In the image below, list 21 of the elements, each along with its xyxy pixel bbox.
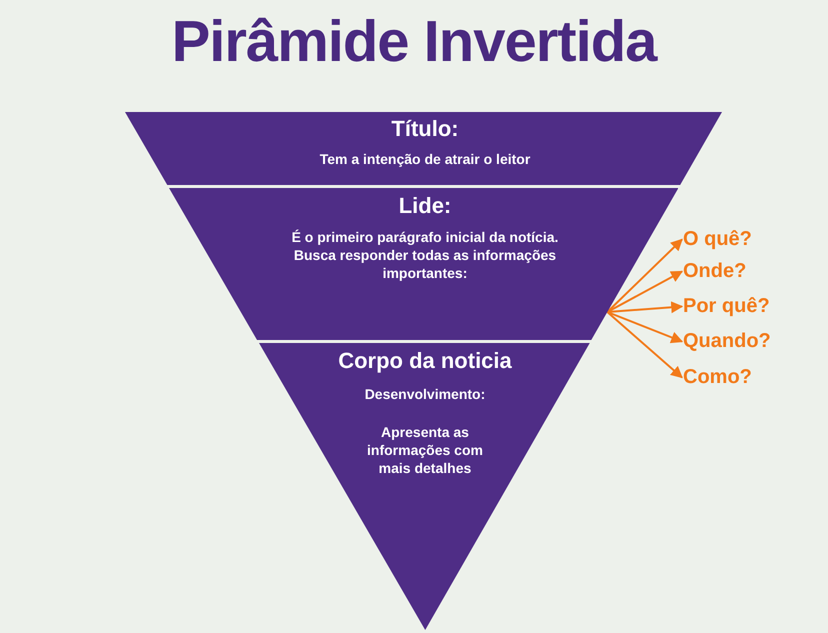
section-heading: Título: [390, 115, 460, 143]
pyramid-section [125, 112, 722, 185]
section-heading: Lide: [398, 192, 452, 220]
title: Pirâmide Invertida [170, 8, 658, 75]
section-text: É o primeiro parágrafo inicial da notícia. Busca responder todas as informações importantes: [290, 228, 560, 283]
section-text: Apresenta as informações com mais detalhes [366, 423, 484, 478]
arrow [606, 270, 684, 313]
arrow [606, 311, 683, 378]
section-text: Desenvolvimento: [364, 385, 486, 404]
question-label: Como? [683, 366, 752, 389]
question-label: Quando? [683, 330, 771, 353]
question-label: Onde? [683, 260, 746, 283]
arrow [606, 238, 683, 313]
question-label: O quê? [683, 228, 752, 251]
pyramid-section [258, 343, 590, 630]
arrow [607, 301, 684, 314]
pyramid-section [169, 188, 678, 340]
section-heading: Corpo da noticia [337, 347, 513, 375]
section-text: Tem a intenção de atrair o leitor [318, 150, 532, 168]
arrow [606, 311, 684, 344]
question-label: Por quê? [683, 295, 770, 318]
